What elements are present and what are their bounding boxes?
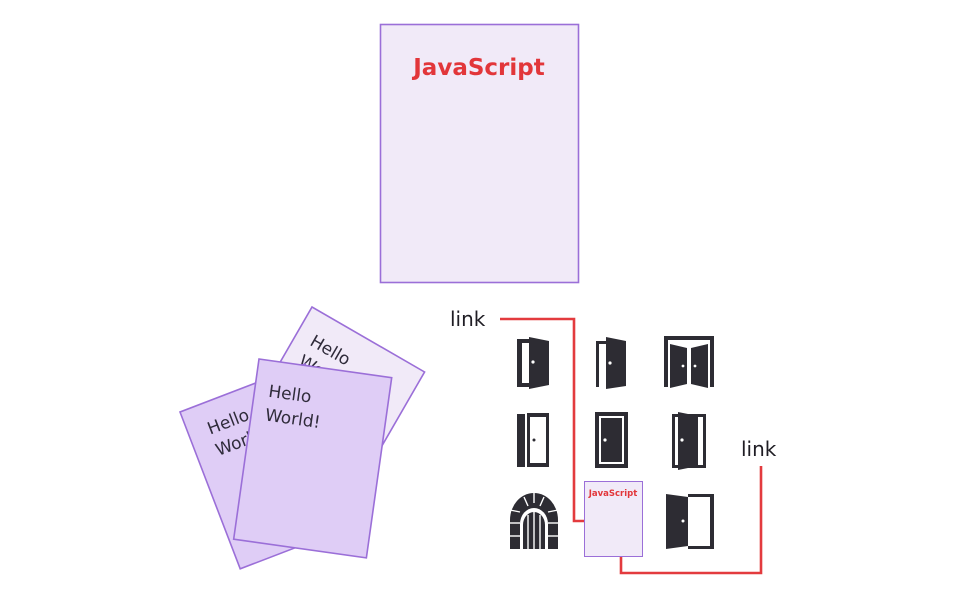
small-javascript-document: JavaScript bbox=[584, 481, 643, 557]
door-icon-grid: JavaScript bbox=[509, 336, 714, 557]
big-document-title: JavaScript bbox=[411, 55, 544, 81]
half-open-door-icon bbox=[672, 412, 706, 470]
wide-open-door-icon bbox=[666, 494, 714, 549]
small-document-page bbox=[584, 481, 643, 557]
open-door-icon bbox=[596, 337, 626, 389]
left-link-label: link bbox=[450, 307, 486, 331]
hello-world-page-stack: Hello World! Hello World! Hello World! bbox=[178, 305, 426, 570]
single-door-icon bbox=[517, 337, 549, 389]
arched-stone-door-icon bbox=[509, 493, 559, 549]
big-javascript-document: JavaScript bbox=[379, 23, 580, 284]
left-link-line bbox=[500, 317, 584, 523]
ajar-door-icon bbox=[517, 413, 549, 467]
right-link-label: link bbox=[741, 437, 777, 461]
small-document-title: JavaScript bbox=[588, 489, 638, 499]
closed-door-icon bbox=[595, 412, 628, 468]
double-door-icon bbox=[664, 336, 714, 388]
big-document-page bbox=[379, 23, 580, 284]
front-page-sheet bbox=[232, 358, 393, 559]
front-page: Hello World! bbox=[232, 358, 393, 559]
